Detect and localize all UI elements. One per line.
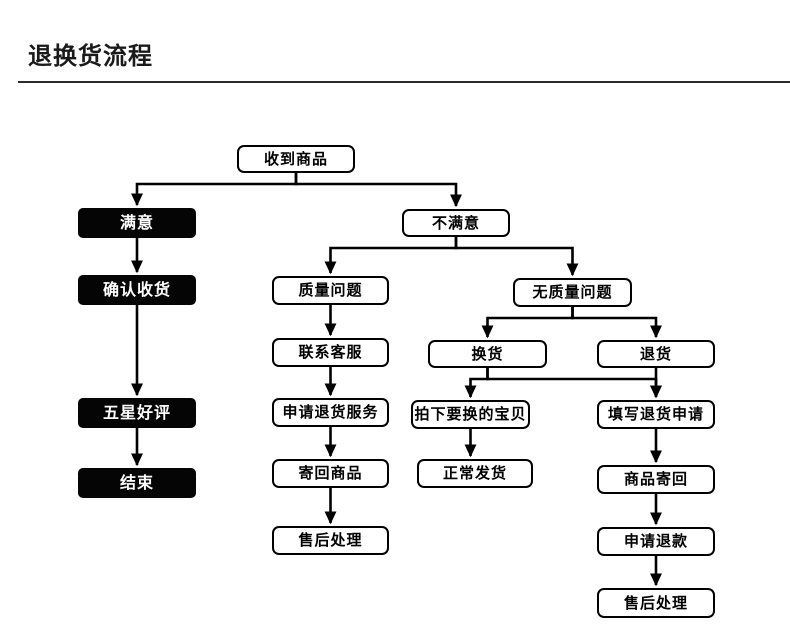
edge-exchange-to-fill-return-form [488,368,657,397]
flow-node-goods-sent-back: 商品寄回 [597,465,715,494]
flow-node-five-star: 五星好评 [78,398,196,428]
flow-node-end: 结束 [78,468,196,498]
edge-no-quality-issue-to-return [573,307,657,337]
flow-node-apply-return: 申请退货服务 [272,398,389,427]
edge-received-to-dissatisfied [296,173,456,206]
edge-dissatisfied-to-no-quality-issue [456,237,573,275]
flow-node-no-quality-issue: 无质量问题 [513,278,632,307]
flow-node-normal-ship: 正常发货 [417,459,533,488]
flow-node-apply-refund: 申请退款 [597,527,715,556]
flow-node-send-back-goods: 寄回商品 [272,459,389,488]
flow-node-exchange: 换货 [428,340,547,368]
edge-received-to-satisfied [137,173,296,205]
flow-node-after-sales-mid: 售后处理 [272,526,389,555]
edge-dissatisfied-to-quality-issue [331,237,457,273]
flow-node-fill-return-form: 填写退货申请 [597,400,715,429]
flow-node-order-exchange: 拍下要换的宝贝 [411,400,530,429]
flow-node-confirm-receipt: 确认收货 [78,275,196,305]
edge-exchange-to-order-exchange [471,368,488,397]
flow-node-received: 收到商品 [237,145,355,173]
flow-node-quality-issue: 质量问题 [272,276,389,305]
flow-node-satisfied: 满意 [78,208,196,238]
edge-no-quality-issue-to-exchange [488,307,573,337]
flow-node-after-sales-right: 售后处理 [597,588,715,618]
flow-node-return: 退货 [597,340,715,368]
flow-node-dissatisfied: 不满意 [402,209,510,237]
flow-node-contact-service: 联系客服 [272,338,389,367]
